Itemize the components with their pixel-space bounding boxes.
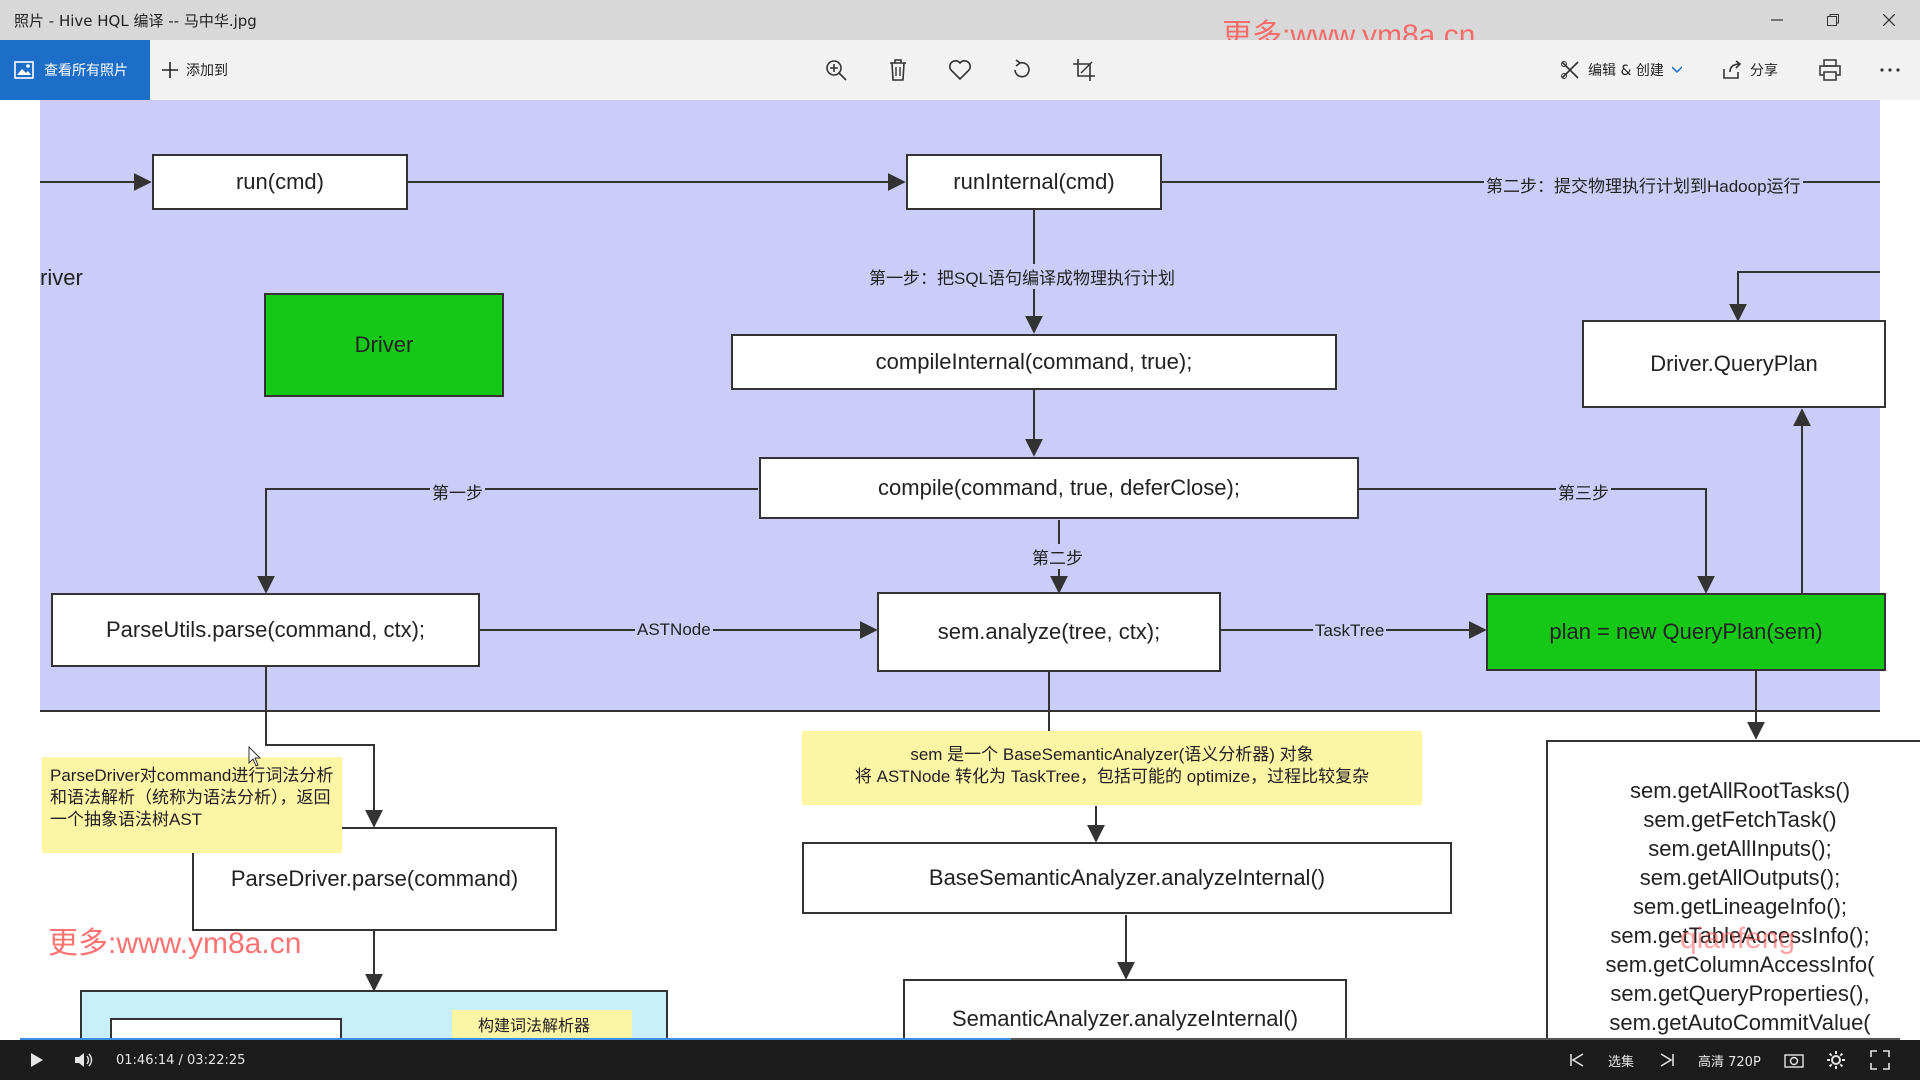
sem-note-line1: sem 是一个 BaseSemanticAnalyzer(语义分析器) 对象 bbox=[910, 745, 1314, 764]
minimize-button[interactable] bbox=[1754, 0, 1800, 40]
gear-icon bbox=[1827, 1051, 1845, 1069]
astnode-label: ASTNode bbox=[635, 620, 713, 640]
zoom-in-button[interactable] bbox=[822, 56, 850, 84]
close-icon bbox=[1883, 14, 1895, 26]
sem-note: sem 是一个 BaseSemanticAnalyzer(语义分析器) 对象 将… bbox=[802, 731, 1422, 805]
next-button[interactable] bbox=[1660, 1040, 1674, 1080]
sem-note-line2: 将 ASTNode 转化为 TaskTree，包括可能的 optimize，过程… bbox=[854, 767, 1370, 786]
query-plan-box: Driver.QueryPlan bbox=[1582, 320, 1886, 408]
delete-button[interactable] bbox=[884, 56, 912, 84]
plus-icon bbox=[162, 62, 178, 78]
restore-button[interactable] bbox=[1810, 0, 1856, 40]
sem-analyze-box: sem.analyze(tree, ctx); bbox=[877, 592, 1221, 672]
step-two-label: 第二步 bbox=[1030, 544, 1085, 569]
quality-button[interactable]: 高清 720P bbox=[1698, 1054, 1761, 1070]
watermark-bottom-right: qianfeng bbox=[1680, 922, 1796, 955]
fullscreen-icon bbox=[1870, 1050, 1890, 1070]
sem-method: sem.getColumnAccessInfo( bbox=[1605, 952, 1875, 977]
sem-method: sem.getTableAccessInfo(); bbox=[1610, 923, 1870, 948]
rotate-button[interactable] bbox=[1008, 56, 1036, 84]
settings-button[interactable] bbox=[1826, 1040, 1846, 1080]
skip-next-icon bbox=[1660, 1053, 1674, 1067]
sem-method: sem.getAllOutputs(); bbox=[1639, 865, 1841, 890]
toolbar: 查看所有照片 添加到 编辑 & 创建 分享 bbox=[0, 40, 1920, 100]
edit-create-button[interactable]: 编辑 & 创建 bbox=[1560, 40, 1682, 100]
sem-methods-box bbox=[1546, 740, 1920, 1040]
close-button[interactable] bbox=[1866, 0, 1912, 40]
play-button[interactable] bbox=[30, 1040, 44, 1080]
previous-button[interactable] bbox=[1570, 1040, 1584, 1080]
share-label: 分享 bbox=[1750, 63, 1778, 79]
zoom-in-icon bbox=[826, 60, 847, 81]
share-button[interactable]: 分享 bbox=[1722, 40, 1778, 100]
minimize-icon bbox=[1771, 19, 1783, 21]
sem-methods-list: sem.getAllRootTasks() sem.getFetchTask()… bbox=[1546, 776, 1920, 1037]
sem-method: sem.getLineageInfo(); bbox=[1632, 894, 1848, 919]
step-one-label: 第一步 bbox=[430, 479, 485, 504]
step-three-label: 第三步 bbox=[1556, 479, 1611, 504]
compile-box: compile(command, true, deferClose); bbox=[759, 457, 1359, 519]
lexer-box bbox=[110, 1018, 342, 1040]
camera-icon bbox=[1784, 1054, 1804, 1068]
favorite-button[interactable] bbox=[946, 56, 974, 84]
region-divider bbox=[40, 710, 1880, 712]
rotate-icon bbox=[1014, 59, 1030, 78]
edit-create-icon bbox=[1561, 61, 1579, 79]
parse-driver-note: ParseDriver对command进行词法分析和语法解析（统称为语法分析），… bbox=[42, 757, 342, 853]
screenshot-button[interactable] bbox=[1784, 1040, 1804, 1080]
view-all-photos-button[interactable]: 查看所有照片 bbox=[0, 40, 150, 100]
sem-method: sem.getAllRootTasks() bbox=[1629, 778, 1851, 803]
watermark-bottom-left: 更多:www.ym8a.cn bbox=[48, 927, 302, 960]
sem-method: sem.getFetchTask() bbox=[1643, 807, 1837, 832]
lexer-note: 构建词法解析器 bbox=[452, 1010, 632, 1040]
sem-method: sem.getAllInputs(); bbox=[1648, 836, 1832, 861]
restore-icon bbox=[1827, 14, 1839, 26]
video-player-bar: 01:46:14 / 03:22:25 选集 高清 720P bbox=[0, 1040, 1920, 1080]
add-to-button[interactable]: 添加到 bbox=[162, 40, 228, 100]
share-icon bbox=[1723, 60, 1742, 79]
run-internal-box: runInternal(cmd) bbox=[906, 154, 1162, 210]
heart-icon bbox=[949, 60, 971, 80]
diagram-connectors bbox=[40, 173, 1880, 992]
trash-icon bbox=[890, 59, 906, 81]
step1-compile-label: 第一步：把SQL语句编译成物理执行计划 bbox=[867, 264, 1178, 289]
lexer-note-text: 构建词法解析器 bbox=[478, 1018, 591, 1035]
plan-box: plan = new QueryPlan(sem) bbox=[1486, 593, 1886, 671]
parse-utils-box: ParseUtils.parse(command, ctx); bbox=[51, 593, 480, 667]
driver-box: Driver bbox=[264, 293, 504, 397]
crop-button[interactable] bbox=[1070, 56, 1098, 84]
sem-method: sem.getAutoCommitValue( bbox=[1609, 1010, 1871, 1035]
view-all-photos-label: 查看所有照片 bbox=[44, 63, 128, 79]
photo-canvas: run(cmd) runInternal(cmd) Driver compile… bbox=[0, 100, 1920, 1040]
sem-method: sem.getQueryProperties(), bbox=[1610, 981, 1870, 1006]
semantic-analyzer-box: SemanticAnalyzer.analyzeInternal() bbox=[903, 979, 1347, 1040]
tasktree-label: TaskTree bbox=[1313, 621, 1387, 641]
add-to-label: 添加到 bbox=[186, 63, 228, 79]
base-semantic-analyzer-box: BaseSemanticAnalyzer.analyzeInternal() bbox=[802, 842, 1452, 914]
parse-driver-note-text: ParseDriver对command进行词法分析和语法解析（统称为语法分析），… bbox=[50, 766, 334, 829]
volume-button[interactable] bbox=[74, 1040, 96, 1080]
crop-icon bbox=[1073, 59, 1095, 81]
play-icon bbox=[31, 1053, 43, 1067]
fullscreen-button[interactable] bbox=[1870, 1040, 1890, 1080]
print-icon bbox=[1819, 59, 1841, 81]
title-bar: 照片 - Hive HQL 编译 -- 马中华.jpg bbox=[0, 0, 1920, 40]
more-button[interactable] bbox=[1876, 56, 1904, 84]
chevron-down-icon bbox=[1671, 66, 1682, 74]
more-dots-icon bbox=[1880, 68, 1900, 72]
progress-fill bbox=[20, 1038, 1011, 1041]
time-display: 01:46:14 / 03:22:25 bbox=[116, 1052, 246, 1068]
volume-icon bbox=[75, 1053, 93, 1067]
photos-icon bbox=[14, 61, 34, 79]
episodes-button[interactable]: 选集 bbox=[1608, 1054, 1635, 1070]
step2-submit-label: 第二步：提交物理执行计划到Hadoop运行 bbox=[1484, 172, 1803, 197]
driver-region-label: river bbox=[40, 265, 83, 290]
print-button[interactable] bbox=[1816, 56, 1844, 84]
mouse-cursor-icon bbox=[248, 746, 262, 767]
run-cmd-box: run(cmd) bbox=[152, 154, 408, 210]
skip-previous-icon bbox=[1570, 1053, 1584, 1067]
window-title: 照片 - Hive HQL 编译 -- 马中华.jpg bbox=[14, 12, 257, 30]
edit-create-label: 编辑 & 创建 bbox=[1588, 63, 1664, 79]
compile-internal-box: compileInternal(command, true); bbox=[731, 334, 1337, 390]
